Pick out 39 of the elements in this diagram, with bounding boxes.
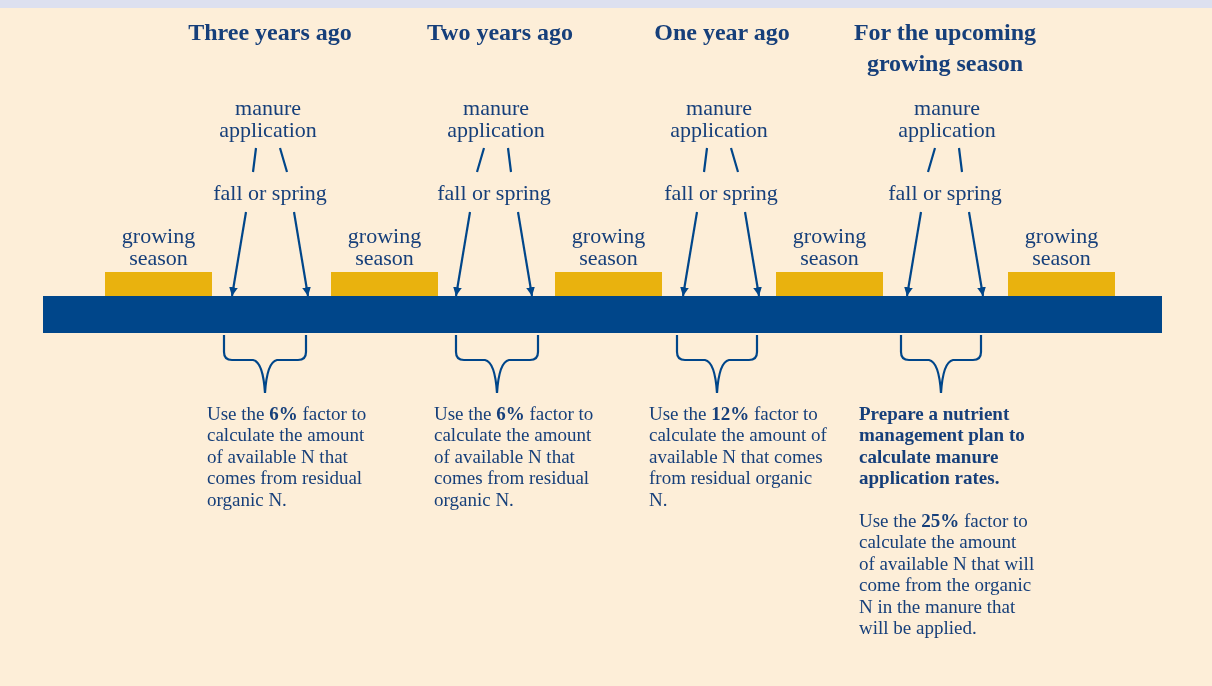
node-label: fall or spring [870, 182, 1020, 208]
connector-line [251, 147, 258, 173]
connector-line [278, 147, 289, 173]
note-text: Use the 25% factor to calculate the amount of available N that will come from the organic N in the manure that will be applied. [859, 510, 1035, 639]
connector-line [926, 147, 937, 173]
node-label: fall or spring [195, 182, 345, 208]
connector-line [506, 147, 513, 173]
arrow [967, 211, 986, 297]
node-label: growing season [120, 225, 197, 269]
note-text: Use the 12% factor to calculate the amount of available N that comes from residual organic N. [649, 403, 828, 511]
arrow [904, 211, 923, 297]
node-label: growing season [791, 225, 868, 269]
connector-line [702, 147, 709, 173]
node-label: manure application [649, 97, 789, 143]
node-label: fall or spring [646, 182, 796, 208]
note-text: Use the 6% factor to calculate the amount of available N that comes from residual organic N. [207, 403, 368, 511]
timeline-bar [43, 296, 1162, 333]
node-label: growing season [346, 225, 423, 269]
note-text: Prepare a nutrient management plan to calculate manure application rates. [859, 403, 1026, 489]
arrow [229, 211, 248, 297]
note-text: Use the 6% factor to calculate the amount of available N that comes from residual organic N. [434, 403, 595, 511]
node-label: manure application [426, 97, 566, 143]
connector-line [957, 147, 964, 173]
column-heading: For the upcoming growing season [852, 18, 1038, 78]
arrow [516, 211, 535, 297]
column-heading: One year ago [653, 18, 791, 47]
column-heading: Two years ago [425, 18, 575, 47]
node-label: growing season [1023, 225, 1100, 269]
node-label: fall or spring [419, 182, 569, 208]
connector-line [475, 147, 486, 173]
node-label: manure application [198, 97, 338, 143]
connector-line [729, 147, 740, 173]
node-label: manure application [877, 97, 1017, 143]
arrow [453, 211, 472, 297]
node-label: growing season [570, 225, 647, 269]
arrow [680, 211, 699, 297]
column-heading: Three years ago [187, 18, 353, 47]
arrow [292, 211, 311, 297]
arrow [743, 211, 762, 297]
